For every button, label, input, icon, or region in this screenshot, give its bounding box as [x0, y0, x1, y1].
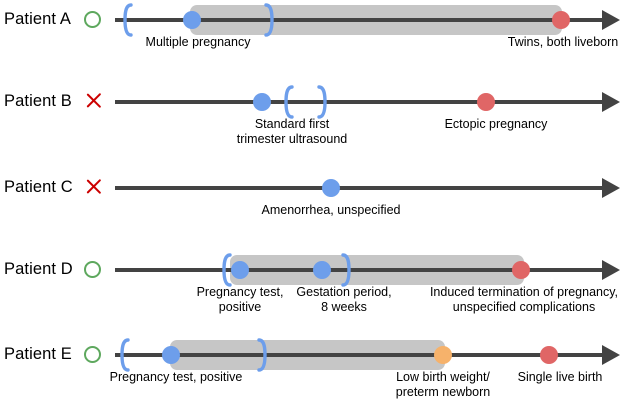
red-dot-icon	[477, 93, 495, 111]
episode-start-bracket-icon	[281, 85, 295, 119]
patient-label-b: Patient B	[4, 92, 72, 110]
patient-label-d: Patient D	[4, 260, 73, 278]
timeline-axis	[115, 100, 604, 104]
timeline-arrowhead-icon	[602, 10, 620, 30]
red-dot-icon	[552, 11, 570, 29]
timeline-axis	[115, 186, 604, 190]
red-x-icon	[84, 91, 103, 110]
timeline-axis	[115, 268, 604, 272]
timeline-arrowhead-icon	[602, 178, 620, 198]
red-dot-icon	[512, 261, 530, 279]
event-caption: Gestation period, 8 weeks	[296, 285, 392, 314]
green-circle-icon	[84, 261, 101, 278]
green-circle-icon	[84, 346, 101, 363]
event-caption: Pregnancy test, positive	[109, 370, 243, 384]
blue-dot-icon	[231, 261, 249, 279]
event-caption: Pregnancy test, positive	[196, 285, 284, 314]
blue-dot-icon	[322, 179, 340, 197]
patient-row-e: Patient E Pregnancy test, positive Low b…	[0, 335, 640, 406]
patient-label-c: Patient C	[4, 178, 73, 196]
timeline-axis	[115, 18, 604, 22]
orange-dot-icon	[434, 346, 452, 364]
patient-label-e: Patient E	[4, 345, 72, 363]
episode-start-bracket-icon	[219, 253, 233, 287]
patient-label-a: Patient A	[4, 10, 71, 28]
patient-row-b: Patient B Standard first trimester ultra…	[0, 82, 640, 164]
episode-start-bracket-icon	[117, 338, 131, 372]
event-caption: Low birth weight/ preterm newborn	[395, 370, 491, 399]
green-circle-icon	[84, 11, 101, 28]
episode-end-bracket-icon	[340, 253, 354, 287]
red-dot-icon	[540, 346, 558, 364]
event-caption: Multiple pregnancy	[145, 35, 251, 49]
event-caption: Induced termination of pregnancy, unspec…	[429, 285, 619, 314]
blue-dot-icon	[313, 261, 331, 279]
patient-row-a: Patient A Multiple pregnancy Twins, both…	[0, 0, 640, 80]
event-caption: Twins, both liveborn	[507, 35, 619, 49]
event-caption: Single live birth	[517, 370, 603, 384]
patient-row-c: Patient C Amenorrhea, unspecified	[0, 168, 640, 244]
episode-end-bracket-icon	[263, 3, 277, 37]
episode-start-bracket-icon	[120, 3, 134, 37]
event-caption: Amenorrhea, unspecified	[261, 203, 401, 217]
patient-row-d: Patient D Pregnancy test, positive Gesta…	[0, 250, 640, 334]
blue-dot-icon	[183, 11, 201, 29]
timeline-axis	[115, 353, 604, 357]
episode-end-bracket-icon	[256, 338, 270, 372]
event-caption: Standard first trimester ultrasound	[236, 117, 348, 146]
event-caption: Ectopic pregnancy	[444, 117, 548, 131]
blue-dot-icon	[162, 346, 180, 364]
timeline-arrowhead-icon	[602, 345, 620, 365]
timeline-arrowhead-icon	[602, 260, 620, 280]
episode-end-bracket-icon	[316, 85, 330, 119]
timeline-arrowhead-icon	[602, 92, 620, 112]
blue-dot-icon	[253, 93, 271, 111]
red-x-icon	[84, 177, 103, 196]
